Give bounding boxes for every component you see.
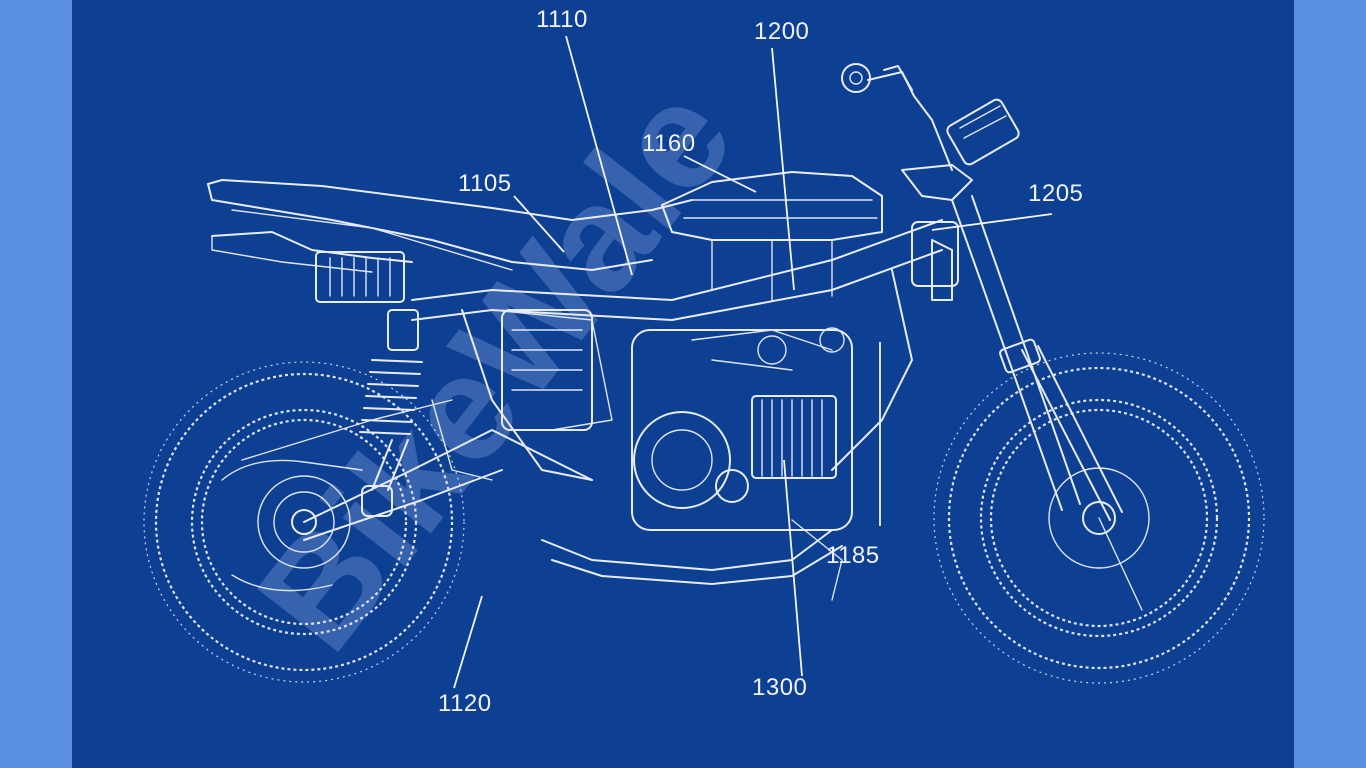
leader-lines xyxy=(453,35,1053,689)
exhaust xyxy=(541,519,843,601)
leader-1160 xyxy=(683,155,757,193)
rear-shock xyxy=(359,309,423,517)
leader-1120 xyxy=(453,595,483,689)
leader-1300 xyxy=(783,459,803,677)
callout-1300: 1300 xyxy=(752,674,808,701)
leader-1105 xyxy=(513,195,565,253)
right-side-bar xyxy=(1294,0,1366,768)
motorcycle-line-drawing: BikeWale xyxy=(143,35,1265,689)
leader-1205 xyxy=(931,213,1053,231)
leader-1200 xyxy=(771,47,795,291)
callout-1205: 1205 xyxy=(1028,180,1084,207)
callout-1185: 1185 xyxy=(826,542,880,569)
callout-1110: 1110 xyxy=(536,6,588,33)
seat-tail xyxy=(207,179,693,303)
front-fork xyxy=(901,164,1123,521)
callout-1120: 1120 xyxy=(438,690,492,717)
handlebar-cluster xyxy=(841,63,1020,287)
frame xyxy=(411,219,943,481)
leader-1110 xyxy=(565,35,633,276)
left-side-bar xyxy=(0,0,72,768)
fuel-tank xyxy=(661,171,883,301)
callout-1200: 1200 xyxy=(754,18,810,45)
callout-1105: 1105 xyxy=(458,170,512,197)
rear-wheel xyxy=(143,361,465,683)
patent-drawing-panel: BikeWale xyxy=(72,0,1294,768)
callout-1160: 1160 xyxy=(642,130,696,157)
engine xyxy=(631,327,853,531)
front-wheel xyxy=(933,352,1265,684)
